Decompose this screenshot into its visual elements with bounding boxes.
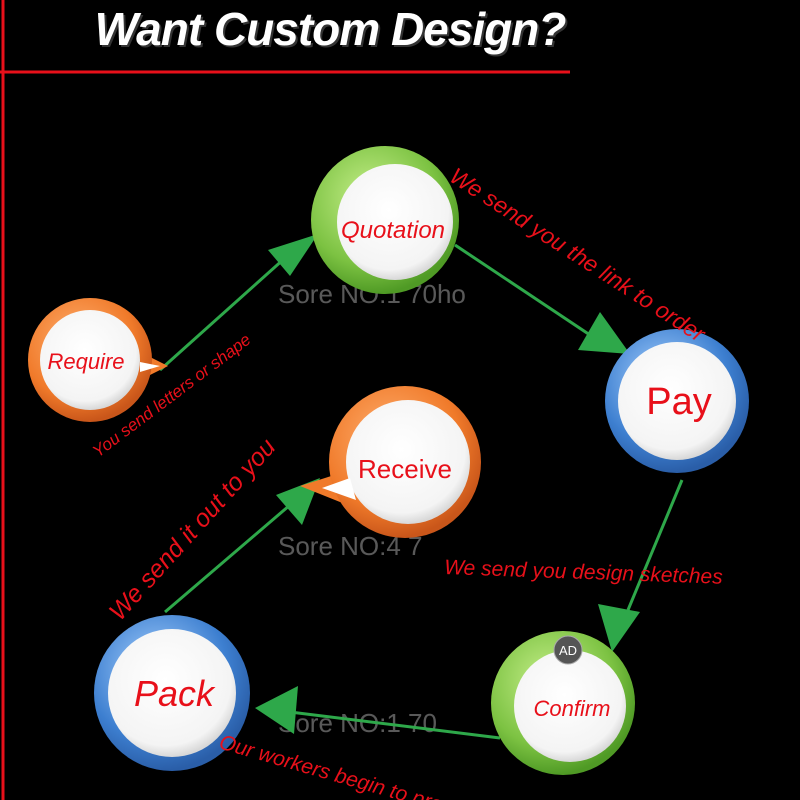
step-caption-confirm-pack: Our workers begin to produce bbox=[217, 731, 489, 800]
node-quotation-label: Quotation bbox=[341, 217, 445, 244]
step-caption-quotation-pay: We send you the link to order bbox=[445, 162, 711, 347]
node-pack-label: Pack bbox=[134, 673, 216, 714]
step-caption-pack-receive: We send it out to you bbox=[104, 433, 282, 626]
node-pay: Pay bbox=[605, 329, 749, 473]
page-title: Want Custom Design? bbox=[94, 3, 567, 55]
arrow-confirm-pack bbox=[255, 686, 501, 740]
ad-badge bbox=[553, 635, 583, 665]
node-pack: Pack bbox=[94, 615, 250, 771]
node-receive-label: Receive bbox=[358, 454, 452, 484]
node-pay-label: Pay bbox=[646, 381, 711, 423]
arrow-quotation-pay bbox=[454, 243, 630, 354]
arrow-pay-confirm bbox=[598, 479, 684, 652]
node-require: Require bbox=[28, 298, 168, 422]
step-caption-pay-confirm: We send you design sketches bbox=[444, 556, 724, 589]
arrow-require-quotation bbox=[158, 234, 318, 372]
node-confirm: Confirm AD bbox=[491, 631, 635, 775]
ad-badge-label: AD bbox=[559, 643, 577, 658]
node-confirm-label: Confirm bbox=[533, 696, 610, 721]
node-receive: Receive bbox=[300, 386, 481, 538]
node-require-label: Require bbox=[47, 349, 124, 374]
node-quotation: Quotation bbox=[311, 146, 459, 294]
arrow-pack-receive bbox=[164, 478, 320, 614]
